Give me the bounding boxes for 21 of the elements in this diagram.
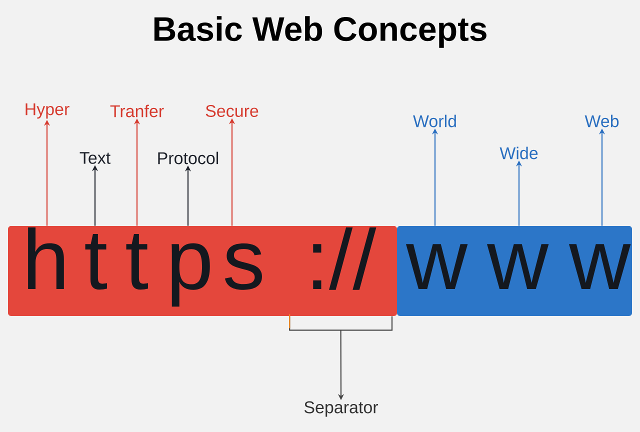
url-letters: w	[568, 244, 631, 289]
color-band	[8, 226, 397, 316]
term-label: Separator	[304, 401, 378, 417]
term-label: Tranfer	[110, 104, 164, 118]
url-letters: ://	[313, 227, 376, 290]
term-label: Text	[80, 152, 110, 164]
term-label: Secure	[206, 104, 258, 118]
term-label: Hyper	[26, 103, 70, 119]
term-label: Wide	[500, 146, 538, 160]
term-label: Protocol	[158, 152, 218, 164]
url-letters: t	[85, 234, 107, 290]
url-letters: h	[28, 227, 64, 289]
color-band	[397, 226, 632, 316]
term-label: World	[413, 114, 456, 128]
url-letters: p	[172, 243, 210, 307]
url-letters: w	[406, 244, 468, 289]
url-letters: w	[486, 244, 549, 289]
term-label: Web	[584, 114, 619, 128]
title: Basic Web Concepts	[154, 16, 486, 48]
url-letters: s	[224, 243, 262, 290]
url-letters: t	[126, 234, 148, 290]
